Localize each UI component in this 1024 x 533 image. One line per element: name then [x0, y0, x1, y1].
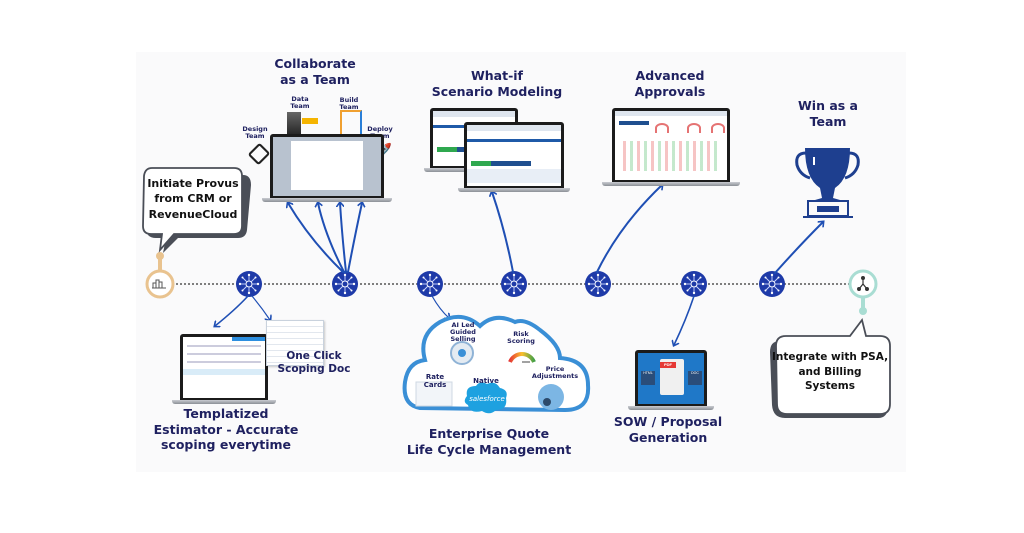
doc-badge: DOC: [688, 371, 702, 385]
risk-gauge-icon: [508, 352, 536, 363]
timeline-node-whatif[interactable]: [500, 270, 528, 298]
salesforce-text: salesforce: [469, 395, 505, 403]
title-line: Win as a: [798, 98, 858, 113]
approvals-title: Advanced Approvals: [620, 68, 720, 99]
label-line: Price: [545, 365, 565, 373]
salesforce-logo: [464, 382, 507, 414]
end-node[interactable]: [848, 269, 878, 315]
arrow-sow: [674, 295, 695, 345]
timeline-node-estimator[interactable]: [235, 270, 263, 298]
label-line: Risk: [513, 330, 529, 338]
title-line: Collaborate: [274, 56, 356, 71]
bar-chart-icon: [152, 279, 166, 289]
start-bubble-text: Initiate Provus from CRM or RevenueCloud: [144, 176, 242, 222]
approvals-laptop: [602, 108, 740, 188]
arrow-collaborate-2: [318, 203, 345, 273]
html-badge: HTML: [641, 371, 655, 385]
title-line: Scenario Modeling: [431, 83, 563, 99]
native-label: Native: [473, 377, 499, 385]
timeline-node-collaborate[interactable]: [331, 270, 359, 298]
ai-guided-selling-label: AI Led Guided Selling: [440, 321, 486, 344]
risk-scoring-label: Risk Scoring: [506, 330, 536, 346]
title-line: Advanced: [635, 68, 705, 83]
pdf-badge: PDF: [660, 362, 676, 368]
trophy-icon: [795, 148, 860, 218]
rate-cards-label: Rate Cards: [423, 373, 447, 389]
network-hub-icon: [331, 270, 359, 298]
scoping-doc-label: One Click Scoping Doc: [274, 350, 354, 376]
arrow-win: [774, 222, 823, 274]
title-line: Team: [809, 113, 847, 129]
rate-card-screenshot: [415, 381, 453, 407]
arrow-collaborate-3: [340, 203, 347, 273]
timeline-node-cpq[interactable]: [416, 270, 444, 298]
estimator-laptop: [172, 334, 276, 406]
network-hub-icon: [235, 270, 263, 298]
design-team-label: Design Team: [242, 125, 268, 141]
bubble-line: and Billing: [798, 365, 862, 378]
timeline-node-approvals[interactable]: [584, 270, 612, 298]
bubble-line: Integrate with PSA,: [771, 351, 889, 363]
arrow-collaborate-4: [347, 203, 362, 273]
label-line: Guided Selling: [450, 328, 476, 344]
label-line: Adjustments: [531, 372, 579, 381]
network-hub-icon: [856, 276, 869, 292]
data-team-label: Data Team: [290, 95, 310, 111]
whatif-title: What-if Scenario Modeling: [422, 68, 572, 99]
title-line: Estimator - Accurate: [153, 421, 299, 437]
network-hub-icon: [680, 270, 708, 298]
bubble-line: from CRM or: [154, 192, 232, 206]
title-line: scoping everytime: [160, 437, 292, 453]
title-line: Generation: [628, 429, 708, 445]
title-line: Templatized: [183, 406, 269, 421]
label-line: Scoring: [507, 337, 535, 346]
label-line: Scoping Doc: [277, 363, 351, 376]
title-line: What-if: [470, 68, 523, 83]
data-team-server-icon: [287, 112, 301, 136]
collaborate-laptop: [262, 134, 392, 206]
bubble-line: Initiate Provus: [147, 177, 239, 190]
arrow-collaborate-1: [288, 203, 344, 273]
title-line: Enterprise Quote: [428, 426, 550, 441]
bubble-line: Systems: [805, 380, 855, 393]
sow-laptop: PDF HTML DOC: [628, 350, 714, 412]
start-node[interactable]: [145, 252, 175, 299]
whatif-laptop-front: [458, 122, 570, 194]
cpq-cloud: [402, 314, 591, 414]
collaborate-title: Collaborate as a Team: [260, 56, 370, 87]
build-team-label: Build Team: [339, 96, 359, 112]
cpq-title: Enterprise Quote Life Cycle Management: [404, 426, 574, 457]
bubble-line: RevenueCloud: [148, 207, 238, 221]
title-line: Life Cycle Management: [406, 441, 572, 457]
sow-title: SOW / Proposal Generation: [608, 414, 728, 445]
title-line: as a Team: [280, 71, 350, 87]
price-adjustments-label: Price Adjustments: [530, 365, 580, 381]
network-hub-icon: [758, 270, 786, 298]
timeline-node-win[interactable]: [758, 270, 786, 298]
data-transfer-arrow-icon: [302, 118, 318, 124]
end-bubble-text: Integrate with PSA, and Billing Systems: [768, 350, 892, 394]
network-hub-icon: [584, 270, 612, 298]
price-adjustment-icon: [538, 384, 564, 410]
win-title: Win as a Team: [785, 98, 871, 129]
arrow-cpq: [431, 295, 449, 318]
estimator-title: Templatized Estimator - Accurate scoping…: [150, 406, 302, 453]
network-hub-icon: [500, 270, 528, 298]
arrow-whatif: [492, 192, 514, 273]
label-line: AI Led: [451, 321, 475, 329]
title-line: SOW / Proposal: [613, 414, 723, 429]
arrow-estimator: [215, 295, 249, 326]
timeline-node-sow[interactable]: [680, 270, 708, 298]
label-line: One Click: [286, 350, 342, 362]
network-hub-icon: [416, 270, 444, 298]
arrow-approvals: [596, 185, 662, 273]
start-speech-bubble: [142, 167, 251, 253]
arrow-scoping-doc: [251, 295, 270, 320]
title-line: Approvals: [634, 83, 706, 99]
end-speech-bubble: [770, 317, 891, 418]
scoping-doc-preview: [266, 320, 324, 366]
